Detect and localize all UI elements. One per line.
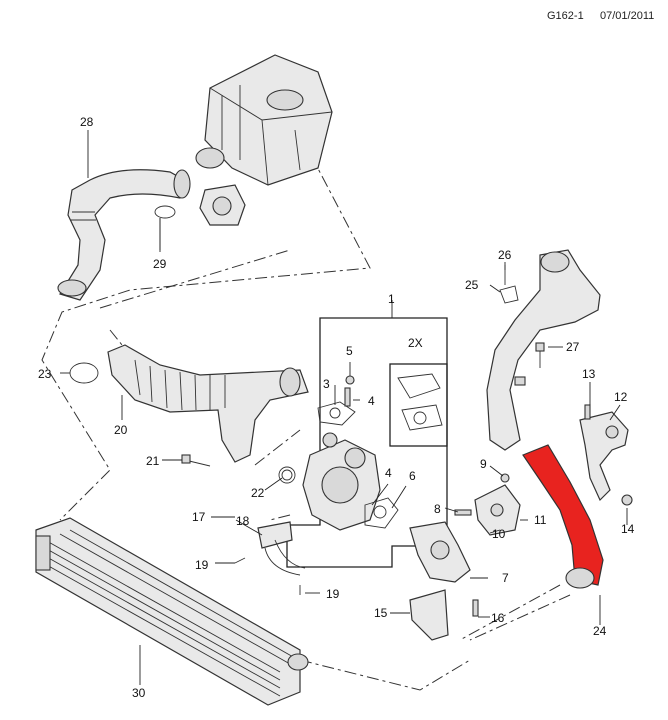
gasket-3 <box>317 401 356 426</box>
screw-4 <box>344 387 351 407</box>
callout-15: 15 <box>374 606 388 620</box>
valve-assembly-1 <box>302 432 381 531</box>
callout-20: 20 <box>114 423 128 437</box>
gasket-22 <box>278 466 296 484</box>
callout-14: 14 <box>621 522 635 536</box>
callout-7: 7 <box>502 571 509 585</box>
part-7 <box>409 521 471 583</box>
throttle-part <box>199 184 246 226</box>
callout-21: 21 <box>146 454 160 468</box>
callout-labels: 28 29 23 20 21 22 1 2X 5 3 4 4 6 17 18 1… <box>38 115 635 700</box>
callout-30: 30 <box>132 686 146 700</box>
air-cleaner-housing <box>195 54 333 186</box>
diagram-code: G162-1 <box>547 10 584 22</box>
callout-27: 27 <box>566 340 580 354</box>
callout-26: 26 <box>498 248 512 262</box>
charge-pipe <box>486 249 601 451</box>
bolt-16 <box>472 599 479 617</box>
callout-18: 18 <box>236 514 250 528</box>
callout-5: 5 <box>346 344 353 358</box>
callout-19b: 19 <box>326 587 340 601</box>
callout-24: 24 <box>593 624 607 638</box>
callout-29: 29 <box>153 257 167 271</box>
leader-lines <box>87 130 628 685</box>
callout-1: 1 <box>388 292 395 306</box>
gasket-6 <box>364 497 399 529</box>
callout-17: 17 <box>192 510 206 524</box>
callout-9: 9 <box>480 457 487 471</box>
intake-duct-20 <box>107 344 309 463</box>
callout-10: 10 <box>492 527 506 541</box>
routing-lines <box>41 114 571 691</box>
callout-8: 8 <box>434 502 441 516</box>
bolt-27 <box>535 342 545 368</box>
intercooler-30 <box>35 517 309 706</box>
callout-22: 22 <box>251 486 265 500</box>
bolt-13 <box>584 404 591 420</box>
bracket-11 <box>474 484 521 536</box>
callout-16: 16 <box>491 611 505 625</box>
nut-5 <box>345 375 355 385</box>
bracket-18 <box>234 521 306 595</box>
highlighted-hose-24 <box>522 444 604 586</box>
intake-hose-28 <box>57 169 191 301</box>
bolt-14 <box>621 494 633 506</box>
screw-8 <box>454 509 472 516</box>
callout-6: 6 <box>409 469 416 483</box>
gasket-box-2x <box>389 363 448 447</box>
callout-4a: 4 <box>368 394 375 408</box>
bracket-12 <box>579 411 629 502</box>
callout-25: 25 <box>465 278 479 292</box>
callout-3: 3 <box>323 377 330 391</box>
callout-13: 13 <box>582 367 596 381</box>
callout-23: 23 <box>38 367 52 381</box>
gasket-2x <box>397 373 443 431</box>
bolt-21 <box>181 454 211 467</box>
hose-clamp-24 <box>565 567 595 589</box>
bracket-15 <box>409 589 449 641</box>
diagram-date: 07/01/2011 <box>600 10 655 22</box>
callout-2x: 2X <box>408 336 423 350</box>
callout-28: 28 <box>80 115 94 129</box>
callout-12: 12 <box>614 390 628 404</box>
clamp-29 <box>154 205 176 250</box>
callout-19a: 19 <box>195 558 209 572</box>
callout-11: 11 <box>534 513 547 527</box>
clip-25 <box>499 265 519 304</box>
clamp-23 <box>69 362 99 384</box>
callout-4b: 4 <box>385 466 392 480</box>
